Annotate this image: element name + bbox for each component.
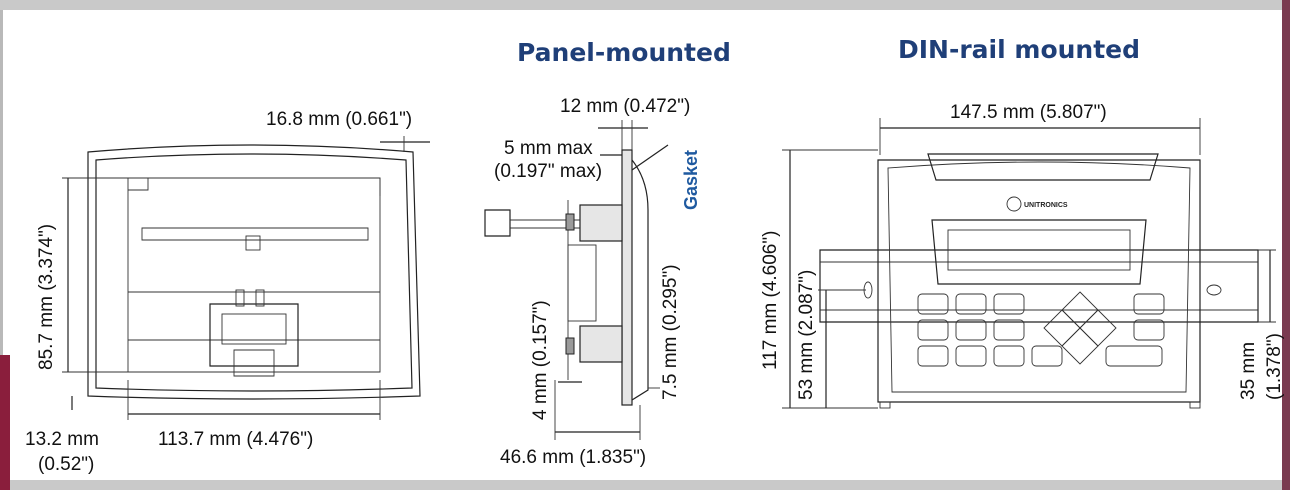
- front-dim-top-right: 16.8 mm (0.661"): [266, 109, 412, 130]
- din-dim-height: 117 mm (4.606"): [760, 231, 781, 370]
- front-dim-bottom-left-line2: (0.52"): [38, 454, 94, 475]
- din-view-drawing: [782, 118, 1276, 409]
- front-dim-width: 113.7 mm (4.476"): [158, 429, 313, 450]
- din-dim-53mm: 53 mm (2.087"): [796, 270, 817, 400]
- din-dim-35mm-line2: (1.378"): [1264, 333, 1285, 400]
- gasket-label: Gasket: [681, 150, 701, 210]
- title-panel-mounted: Panel-mounted: [517, 38, 731, 67]
- din-dim-35mm-line1: 35 mm: [1238, 342, 1259, 400]
- side-dim-top: 12 mm (0.472"): [560, 96, 690, 117]
- din-dim-width: 147.5 mm (5.807"): [950, 102, 1107, 123]
- bottom-border: [0, 480, 1290, 490]
- unitronics-logo-text: UNITRONICS: [1024, 202, 1068, 209]
- title-din-rail-mounted: DIN-rail mounted: [898, 35, 1140, 64]
- front-view-drawing: [62, 136, 430, 420]
- left-accent: [0, 355, 10, 490]
- side-dim-7-5mm: 7.5 mm (0.295"): [660, 264, 681, 400]
- side-view-drawing: [484, 120, 669, 440]
- side-dim-4mm: 4 mm (0.157"): [530, 300, 551, 420]
- front-dim-height: 85.7 mm (3.374"): [36, 224, 57, 370]
- side-dim-depth: 46.6 mm (1.835"): [500, 447, 646, 468]
- top-border: [0, 0, 1290, 10]
- right-accent: [1282, 0, 1290, 490]
- front-dim-bottom-left-line1: 13.2 mm: [25, 429, 99, 450]
- side-dim-max-line1: 5 mm max: [504, 138, 593, 159]
- side-dim-max-line2: (0.197" max): [494, 161, 602, 182]
